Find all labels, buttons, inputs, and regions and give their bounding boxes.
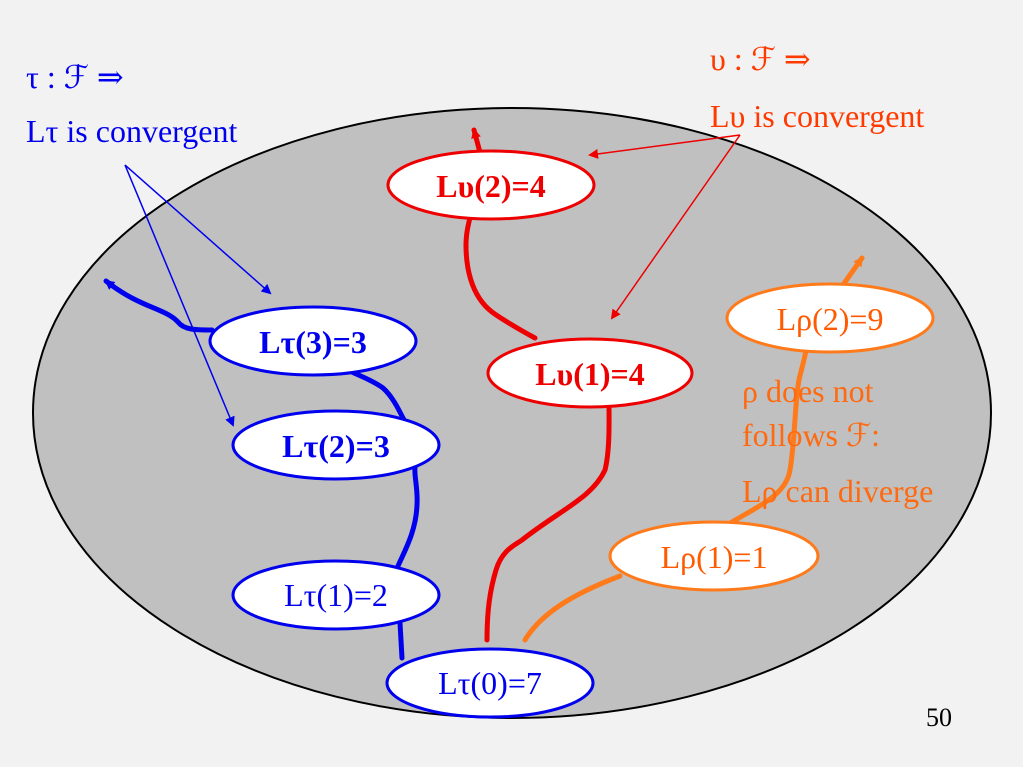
rho-note-line2: follows ℱ:	[742, 417, 880, 453]
node-rho-2: Lρ(2)=9	[725, 282, 935, 354]
node-tau-2-label: Lτ(2)=3	[282, 428, 390, 464]
upsilon-annotation-arrows	[588, 134, 741, 320]
ups-pointer-1	[610, 134, 741, 320]
rho-note-line1: ρ does not	[742, 373, 874, 409]
ups-edge-0-1	[484, 402, 612, 643]
node-upsilon-1-label: Lυ(1)=4	[535, 356, 645, 392]
tau-pointer-2	[124, 164, 235, 427]
upsilon-annotation-text: Lυ is convergent	[710, 98, 924, 134]
rho-edge-1-2	[724, 339, 810, 528]
node-tau-0-label: Lτ(0)=7	[438, 665, 542, 701]
upsilon-annotation: υ : ℱ ⇒ Lυ is convergent	[710, 41, 924, 134]
tau-annotation-text: Lτ is convergent	[26, 113, 237, 149]
tau-edge-1-2	[395, 465, 420, 569]
upsilon-annotation-title: υ : ℱ ⇒	[710, 41, 811, 77]
tau-edge-2-3	[349, 369, 407, 423]
page-number: 50	[926, 703, 952, 732]
node-tau-3: Lτ(3)=3	[208, 305, 418, 377]
rho-note-line3: Lρ can diverge	[742, 473, 933, 509]
tau-edge-0-1	[397, 620, 405, 661]
tau-pointer-3	[124, 164, 272, 295]
node-tau-3-label: Lτ(3)=3	[259, 324, 367, 360]
node-tau-2: Lτ(2)=3	[231, 409, 441, 481]
node-rho-2-label: Lρ(2)=9	[777, 301, 884, 337]
ups-edge-1-2	[463, 212, 538, 341]
node-upsilon-1: Lυ(1)=4	[486, 337, 694, 409]
node-tau-1: Lτ(1)=2	[231, 559, 441, 631]
node-tau-1-label: Lτ(1)=2	[284, 577, 388, 613]
tau-annotation-title: τ : ℱ ⇒	[26, 59, 124, 95]
node-upsilon-2: Lυ(2)=4	[386, 149, 596, 221]
tau-edge-3-out	[103, 278, 215, 333]
node-rho-1-label: Lρ(1)=1	[661, 539, 768, 575]
tau-path	[103, 278, 420, 661]
node-rho-1: Lρ(1)=1	[608, 520, 820, 592]
tau-annotation: τ : ℱ ⇒ Lτ is convergent	[26, 59, 237, 149]
node-tau-0: Lτ(0)=7	[385, 647, 595, 719]
ups-pointer-2	[588, 134, 741, 159]
rho-edge-0-1	[522, 573, 623, 643]
tau-annotation-arrows	[124, 164, 272, 427]
node-upsilon-2-label: Lυ(2)=4	[436, 168, 546, 204]
rho-note: ρ does not follows ℱ: Lρ can diverge	[742, 373, 933, 509]
